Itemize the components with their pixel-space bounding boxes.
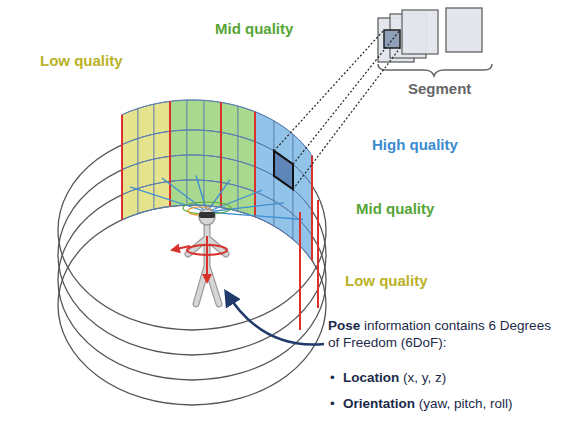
segment-frames — [378, 8, 492, 76]
bullet: • — [330, 370, 335, 387]
ring — [58, 130, 326, 330]
pose-item: Location (x, y, z) — [343, 370, 446, 387]
segment-label: Segment — [408, 80, 471, 99]
person-figure — [172, 202, 231, 304]
tile-border — [254, 112, 256, 217]
pose-item: Orientation (yaw, pitch, roll) — [343, 396, 513, 413]
tile — [221, 157, 238, 186]
tile — [204, 155, 221, 182]
tile — [293, 214, 312, 260]
tile — [170, 155, 187, 181]
tile — [204, 130, 221, 157]
tile — [170, 100, 187, 131]
quality-label: Low quality — [345, 272, 428, 291]
tile-border — [121, 115, 123, 220]
pose-note: Pose information contains 6 Degrees of F… — [328, 318, 554, 352]
bullet: • — [330, 396, 335, 413]
pointer-arrow — [226, 292, 324, 345]
quality-label: Low quality — [40, 52, 123, 71]
view-ray — [130, 187, 207, 212]
tile — [154, 101, 170, 134]
tile — [221, 132, 238, 161]
ring — [58, 180, 326, 380]
tile-border — [317, 200, 319, 308]
tile — [187, 155, 204, 180]
quality-label: Mid quality — [215, 20, 293, 39]
ring — [58, 205, 326, 405]
tile — [170, 130, 187, 156]
zoom-line — [274, 30, 384, 151]
view-rays — [130, 176, 303, 220]
tile-border — [299, 212, 301, 330]
tile — [221, 102, 238, 136]
tile — [154, 156, 170, 184]
tile-wall — [122, 100, 312, 261]
grid-line — [122, 100, 310, 153]
tile — [204, 100, 221, 132]
tile — [154, 131, 170, 159]
view-ray — [207, 203, 284, 212]
tile — [221, 182, 238, 211]
tile — [187, 100, 204, 130]
tile-border — [311, 155, 313, 260]
quality-label: Mid quality — [356, 200, 434, 219]
tile-border — [169, 101, 171, 206]
tile — [138, 104, 154, 138]
tile — [138, 159, 154, 188]
zoom-line — [293, 48, 400, 189]
zoom-lines — [274, 30, 400, 189]
tile — [138, 184, 154, 213]
quality-label: High quality — [372, 136, 458, 155]
tile — [187, 130, 204, 155]
highlight-tile — [274, 151, 293, 189]
cylinder-rings — [58, 130, 326, 405]
tile — [138, 134, 154, 163]
